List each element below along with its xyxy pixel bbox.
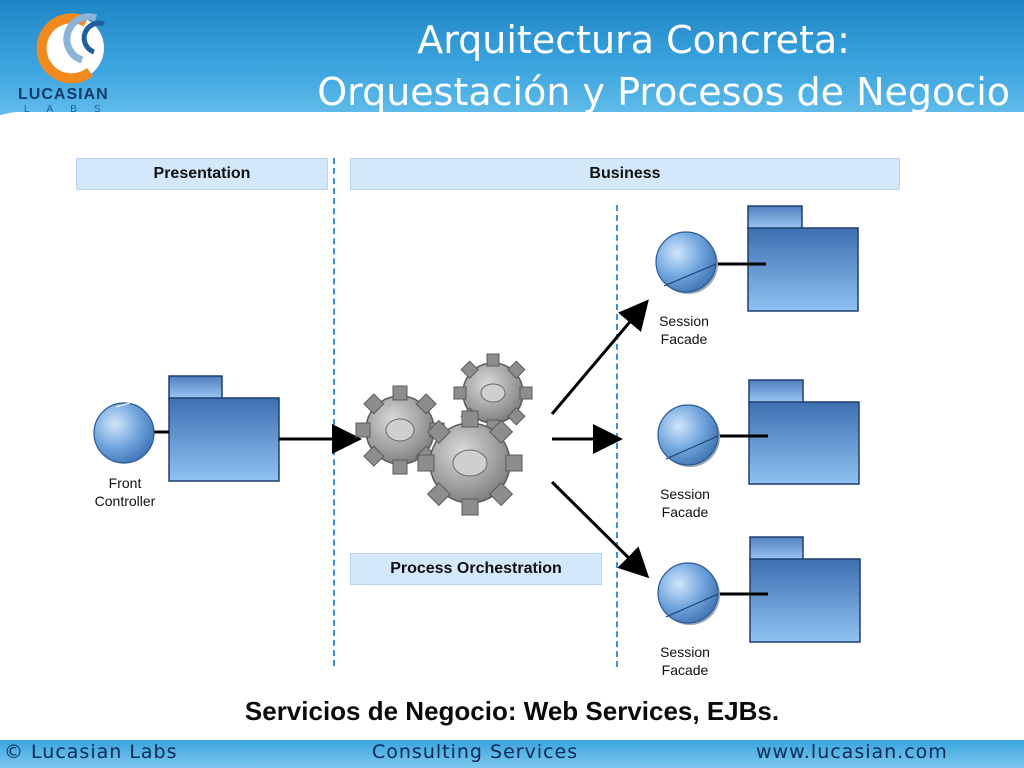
logo-name: LUCASIAN xyxy=(18,86,109,103)
slide-caption: Servicios de Negocio: Web Services, EJBs… xyxy=(244,696,780,726)
logo-sub: LABS xyxy=(24,104,118,115)
arrow-orchestration-to-facade-1 xyxy=(550,299,649,415)
session-facade-2-interface-icon xyxy=(657,404,719,466)
session-facade-1-label-line1: Session xyxy=(659,313,709,329)
divider-presentation-business xyxy=(333,158,335,666)
footer-band xyxy=(0,740,1024,768)
section-presentation: Presentation xyxy=(76,158,328,190)
section-process-orchestration: Process Orchestration xyxy=(350,553,602,585)
front-controller-component xyxy=(93,375,280,482)
session-facade-3-interface-icon xyxy=(657,562,719,624)
logo-icon xyxy=(36,13,105,84)
gears-icon xyxy=(355,353,533,516)
front-controller-label-line2: Controller xyxy=(94,493,156,509)
session-facade-1-label-line2: Facade xyxy=(660,331,708,347)
gear-top xyxy=(453,353,533,433)
session-facade-3-label-line1: Session xyxy=(660,644,710,660)
session-facade-2-label-line2: Facade xyxy=(661,504,709,520)
session-facade-1-component xyxy=(655,205,859,312)
gear-bottom xyxy=(417,410,523,516)
session-facade-2-label-line1: Session xyxy=(660,486,710,502)
front-controller-label: Front Controller xyxy=(84,474,166,510)
session-facade-3-label: Session Facade xyxy=(645,643,725,679)
lucasian-logo: LUCASIAN LABS xyxy=(0,0,160,122)
session-facade-3-label-line2: Facade xyxy=(661,662,709,678)
arrow-orchestration-to-facade-3 xyxy=(550,480,650,579)
session-facade-2-component xyxy=(657,379,860,485)
session-facade-3-component xyxy=(657,536,861,643)
session-facade-1-interface-icon xyxy=(655,231,717,293)
front-controller-tab xyxy=(168,375,223,400)
session-facade-1-label: Session Facade xyxy=(644,312,724,348)
slide-title-line1: Arquitectura Concreta: xyxy=(417,18,850,62)
footer-services: Consulting Services xyxy=(372,741,579,763)
section-business: Business xyxy=(350,158,900,190)
front-controller-interface-icon xyxy=(93,402,155,464)
front-controller-highlight xyxy=(115,402,131,408)
slide-title: Arquitectura Concreta: Orquestación y Pr… xyxy=(150,14,1010,118)
gear-left xyxy=(355,385,445,475)
footer-website: www.lucasian.com xyxy=(756,741,948,763)
front-controller-label-line1: Front xyxy=(108,475,142,491)
front-controller-box xyxy=(168,397,280,482)
session-facade-2-label: Session Facade xyxy=(645,485,725,521)
footer-copyright: © Lucasian Labs xyxy=(4,741,178,763)
header-band xyxy=(0,0,1024,130)
slide-title-line2: Orquestación y Procesos de Negocio xyxy=(317,70,1010,114)
